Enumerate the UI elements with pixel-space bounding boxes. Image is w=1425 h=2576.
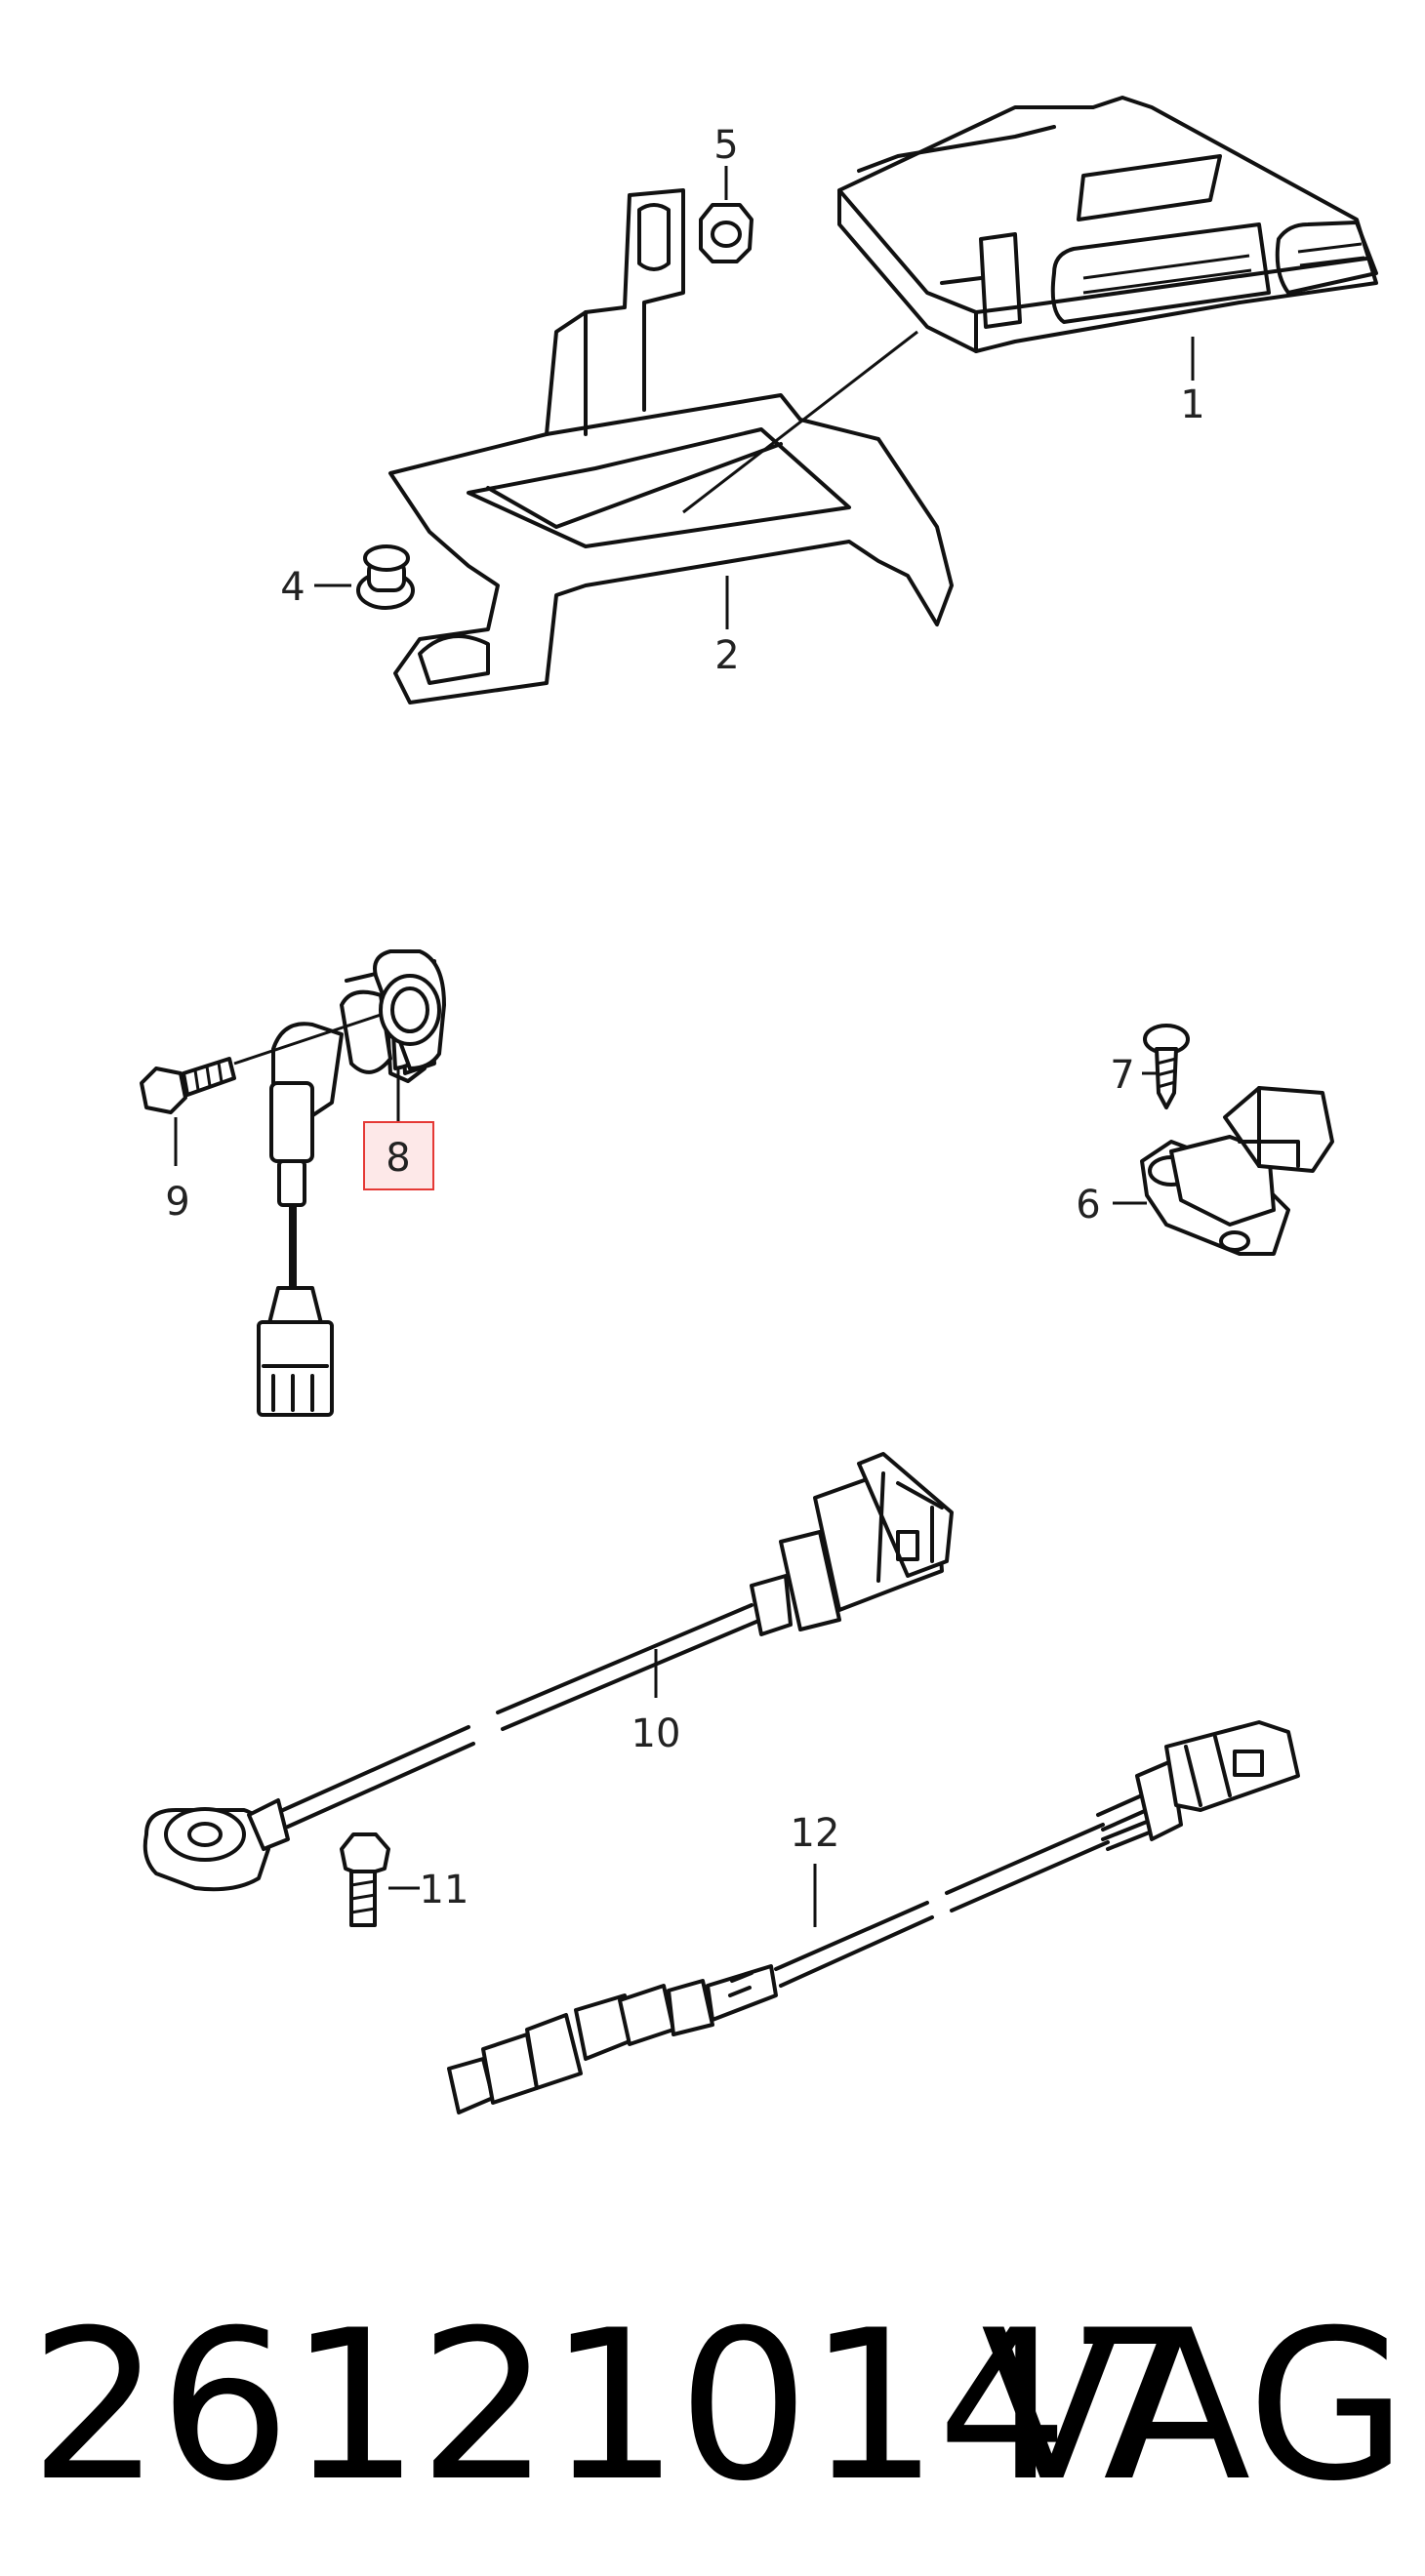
callout-12: 12 — [791, 1811, 840, 1856]
callout-1: 1 — [1180, 382, 1204, 427]
grommet — [356, 544, 415, 610]
callout-4: 4 — [280, 565, 305, 610]
mounting-bracket — [388, 188, 954, 704]
bolt — [140, 1013, 382, 1114]
part-number: 261210147 — [29, 2285, 1199, 2526]
bolt-small — [340, 1832, 390, 1927]
callout-6: 6 — [1076, 1183, 1100, 1228]
callout-5: 5 — [713, 123, 738, 168]
callout-labels: 1 2 4 5 7 6 9 8 10 11 12 — [165, 123, 1204, 1912]
callout-10: 10 — [631, 1711, 681, 1756]
callout-8: 8 — [386, 1136, 410, 1181]
callout-9: 9 — [165, 1180, 189, 1225]
leader-lines — [174, 166, 1195, 1927]
nut — [699, 203, 753, 263]
ecu-control-unit — [837, 96, 1378, 353]
brand-name: VAG — [980, 2285, 1407, 2526]
highlight-box — [363, 1121, 434, 1190]
pressure-sensor — [1140, 1086, 1334, 1256]
callout-11: 11 — [420, 1868, 469, 1912]
speed-sensor — [257, 949, 446, 1417]
screw — [1143, 1024, 1190, 1109]
callout-7: 7 — [1110, 1053, 1134, 1098]
callout-2: 2 — [714, 633, 739, 678]
knock-sensor — [142, 1452, 954, 1892]
oxygen-sensor — [447, 1720, 1300, 2114]
